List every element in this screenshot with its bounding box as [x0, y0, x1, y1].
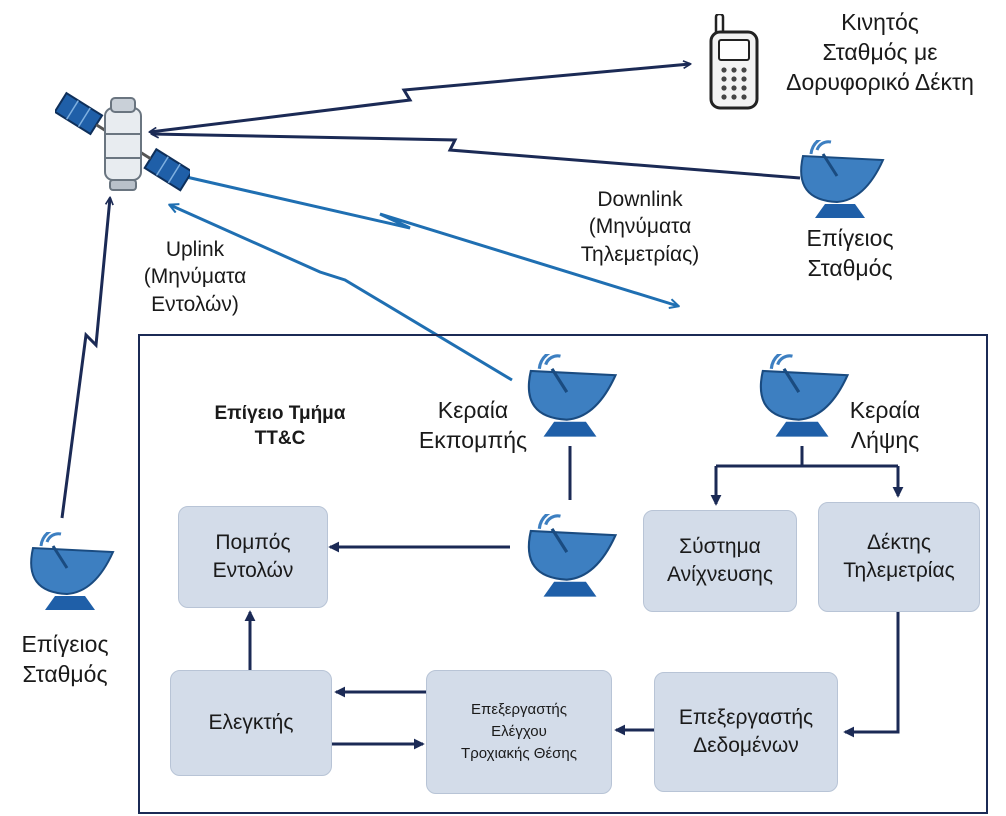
downlink-label: Downlink (Μηνύματα Τηλεμετρίας) — [580, 188, 700, 266]
command-transmitter-box: Πομπός Εντολών — [178, 506, 328, 608]
downlink-path — [181, 174, 678, 306]
tx-antenna-label: Κεραία Εκπομπής — [418, 397, 528, 453]
uplink-label: Uplink (Μηνύματα Εντολών) — [143, 238, 247, 316]
mobile-phone-icon — [709, 14, 759, 110]
orbit-processor-box: Επεξεργαστής Ελέγχου Τροχιακής Θέσης — [426, 670, 612, 794]
uplink-path — [170, 205, 513, 382]
rx-antenna-label: Κεραία Λήψης — [849, 397, 921, 453]
ground-station-right-label: Επίγειος Σταθμός — [806, 225, 894, 281]
rx-split-line — [716, 446, 898, 468]
ground-station-left-link — [60, 198, 110, 519]
ground-segment-title: Επίγειο Τμήμα TT&C — [214, 403, 346, 449]
ground-station-left-label: Επίγειος Σταθμός — [21, 631, 109, 687]
dish-antenna-icon — [527, 354, 618, 437]
dish-antenna-icon — [30, 532, 115, 610]
satellite-icon — [55, 91, 190, 192]
dish-antenna-icon — [759, 354, 850, 437]
data-processor-box: Επεξεργαστής Δεδομένων — [654, 672, 838, 792]
ground-segment-frame — [138, 334, 988, 814]
ground-station-right-link — [152, 134, 801, 180]
satellite-mobile-link — [150, 64, 690, 132]
dish-antenna-icon — [800, 140, 885, 218]
telemetry-to-data-processor-arrow — [843, 612, 900, 738]
dish-antenna-icon — [527, 514, 618, 597]
telemetry-receiver-box: Δέκτης Τηλεμετρίας — [818, 502, 980, 612]
mobile-station-label: Κινητός Σταθμός με Δορυφορικό Δέκτη — [786, 9, 974, 95]
controller-box: Ελεγκτής — [170, 670, 332, 776]
tracking-system-box: Σύστημα Ανίχνευσης — [643, 510, 797, 612]
